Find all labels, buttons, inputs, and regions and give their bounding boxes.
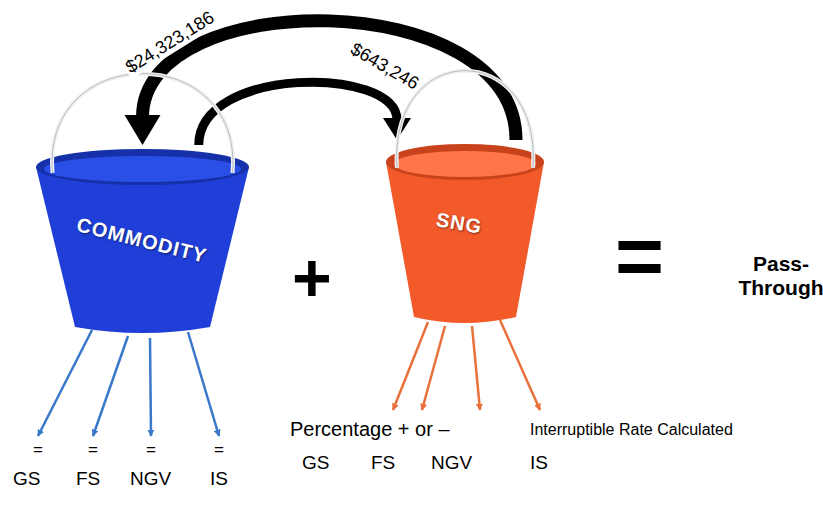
equals-mark: = [214,440,224,460]
arrow-head [125,115,161,145]
result-label: Pass-Through [731,252,823,300]
bucket-handle-edge [52,74,233,173]
equals-sign: = [615,208,664,305]
equals-mark: = [88,440,98,460]
sng-note: Percentage + or – [290,418,450,441]
plus-sign: + [292,238,332,316]
bucket-node: SNG [380,140,550,325]
equals-mark: = [146,440,156,460]
rate-class: GS [13,468,40,490]
bucket-handle [52,74,233,173]
rate-class: IS [210,468,228,490]
bucket-node: COMMODITY [30,145,255,335]
rate-class: IS [530,452,548,474]
bucket-body [386,162,544,323]
rate-class: GS [302,452,329,474]
sng-legs [393,320,540,410]
bucket-rim [36,149,249,185]
bucket-inside [394,151,536,177]
bucket-inside [44,156,241,182]
rate-class: NGV [431,452,472,474]
bucket-body [36,167,249,333]
commodity-legs [38,330,219,436]
rate-class: FS [371,452,395,474]
rate-class: FS [76,468,100,490]
rate-class: NGV [130,468,171,490]
sng-note: Interruptible Rate Calculated [530,421,733,439]
equals-mark: = [33,440,43,460]
bucket-rim [386,144,544,180]
